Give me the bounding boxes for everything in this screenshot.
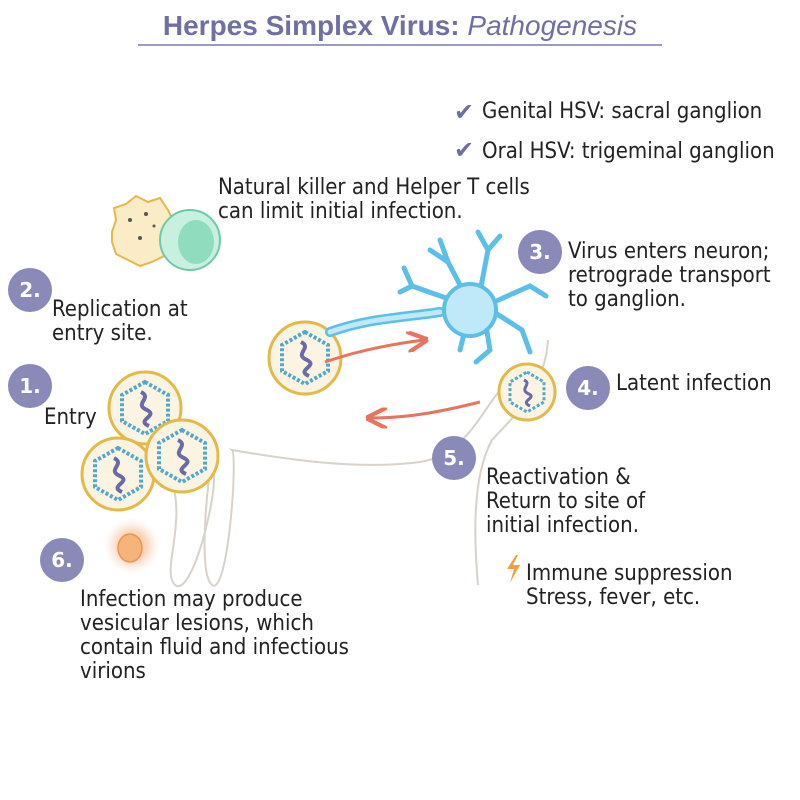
vesicular-lesion [117, 533, 143, 563]
step-badge-2: 2. [8, 268, 52, 312]
nk-cell [111, 194, 176, 268]
step-label-1: Entry [44, 405, 97, 430]
title-main: Herpes Simplex Virus: [162, 10, 460, 41]
step-label-4: Latent infection [616, 371, 772, 396]
reactivation-arrow [370, 400, 481, 418]
immune-note: Natural killer and Helper T cells can li… [218, 175, 530, 224]
helper-t-cell [159, 209, 221, 271]
checklist-oral: Oral HSV: trigeminal ganglion [482, 139, 775, 164]
step-label-3: Virus enters neuron; retrograde transpor… [568, 239, 771, 312]
virion-entry-right [144, 418, 220, 494]
step-badge-5: 5. [432, 436, 476, 480]
virion-transport [267, 320, 343, 396]
step-label-6: Infection may produce vesicular lesions,… [80, 587, 349, 684]
page-title: Herpes Simplex Virus: Pathogenesis [0, 10, 800, 42]
step-badge-6: 6. [40, 538, 84, 582]
check-icon: ✔ [454, 136, 475, 164]
retrograde-arrow [324, 340, 424, 364]
virion-latent [497, 362, 557, 422]
check-icon: ✔ [454, 98, 475, 126]
title-underline [138, 44, 662, 46]
step-label-5: Reactivation & Return to site of initial… [486, 465, 646, 538]
trigger-note: Immune suppression Stress, fever, etc. [526, 561, 733, 610]
virion-entry-left [80, 436, 156, 512]
checklist-genital: Genital HSV: sacral ganglion [482, 99, 763, 124]
neuron-body [442, 282, 498, 338]
step-label-2: Replication at entry site. [52, 297, 188, 346]
step-badge-1: 1. [8, 364, 52, 408]
title-sub: Pathogenesis [467, 10, 638, 41]
step-badge-4: 4. [566, 366, 610, 410]
lightning-icon [507, 555, 520, 583]
tissue-outline [167, 379, 511, 587]
step-badge-3: 3. [518, 230, 562, 274]
